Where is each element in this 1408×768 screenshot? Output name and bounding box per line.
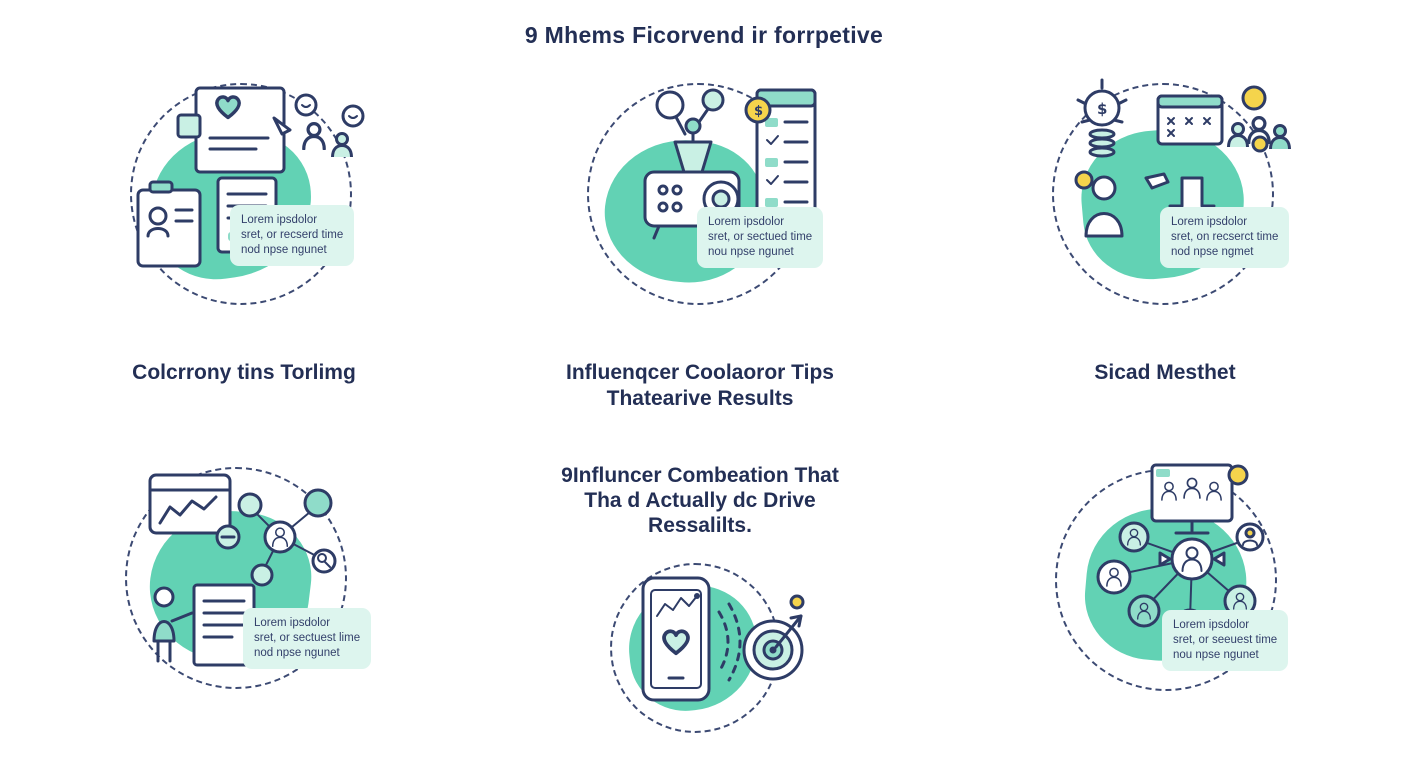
speech-dot-icon [1241,85,1267,111]
caption-top-left: Colcrrony tins Torlimg [132,361,356,384]
person-body-icon [1084,212,1124,238]
lorem-note: Lorem ipsdolor sret, or sectuest lime no… [243,608,372,669]
person-head-icon [1091,175,1117,201]
panel-bottom-left: Lorem ipsdolor sret, or sectuest lime no… [112,445,392,725]
svg-text:$: $ [1097,100,1107,118]
pointer-icon [1158,551,1172,567]
bottom-middle-heading: 9Influncer Combeation That Tha d Actuall… [561,464,839,537]
node-icon [303,488,333,518]
pointer-icon [1212,551,1226,567]
person-icon [1227,122,1249,148]
id-card-icon [136,188,202,268]
lorem-note: Lorem ipsdolor sret, or recserd time nod… [230,205,355,266]
coin-icon [1251,135,1269,153]
speech-bubble-icon [294,93,318,117]
panel-top-middle: $ Lorem ipsdolor sret, or sectued time n… [575,60,845,330]
arrow-icon [272,116,292,136]
dashed-circle [130,83,352,305]
dollar-bulb-icon [1083,89,1121,127]
panel-bottom-right: Lorem ipsdolor sret, or seeuest time nou… [1042,447,1322,727]
photo-collage-people-illustration [136,86,365,268]
person-icon [302,122,326,150]
bubble-icon [655,90,685,120]
main-title: 9 Mhems Ficorvend ir forrpetive [524,22,884,48]
analytics-network-illustration [148,473,337,667]
dashed-circle [125,467,347,689]
line-chart-icon [158,495,218,525]
community-network-illustration [1096,463,1265,638]
dot-icon [1227,464,1249,486]
panel-top-left: Lorem ipsdolor sret, or recserd time nod… [118,60,388,330]
lorem-note: Lorem ipsdolor sret, on recserct time no… [1160,207,1290,268]
svg-text:$: $ [754,104,763,119]
lorem-note: Lorem ipsdolor sret, or seeuest time nou… [1162,610,1289,671]
person-icon [1269,124,1291,150]
speech-bubble-icon [341,104,365,128]
check-icon [766,135,779,145]
dashed-circle [1052,83,1274,305]
caption-top-right: Sicad Mesthet [1094,361,1236,384]
lorem-note: Lorem ipsdolor sret, or sectued time nou… [697,207,824,268]
chart-line-icon [656,595,698,617]
check-icon [766,175,779,185]
coin-stack-icon [1088,128,1116,140]
person-head-icon [153,586,175,608]
person-body-icon [152,620,176,643]
projector-checklist-illustration: $ [643,88,817,240]
motion-arc-icon [717,610,730,674]
node-icon [237,492,263,518]
motion-arc-icon [727,602,742,682]
money-idea-audience-illustration: $ [1074,78,1291,254]
funnel-icon [673,140,713,174]
phone-target-illustration [641,576,805,702]
dot-icon [789,594,805,610]
person-icon [331,132,353,158]
node-icon [250,563,274,587]
dollar-coin-icon [744,96,772,124]
ball-icon [1074,170,1094,190]
dart-arrow-icon [774,614,803,649]
panel-top-right: $ [1040,60,1320,330]
panel-bottom-middle [585,550,825,760]
caption-top-middle: Influenqcer Coolaoror Tips Thatearive Re… [566,361,834,410]
hand-icon [1144,172,1170,190]
bubble-icon [701,88,725,112]
